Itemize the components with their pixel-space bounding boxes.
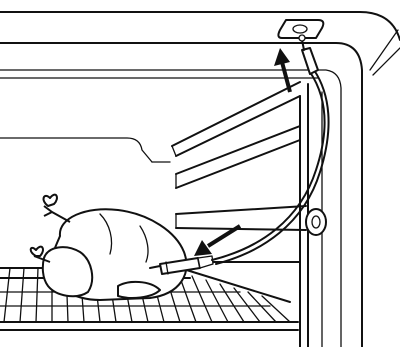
rack-supports <box>172 82 322 347</box>
direction-arrow-down <box>194 226 240 256</box>
roast-chicken <box>31 195 187 300</box>
probe-plug <box>299 35 318 74</box>
oven-back-wall <box>0 138 170 162</box>
probe-holder <box>306 209 326 235</box>
